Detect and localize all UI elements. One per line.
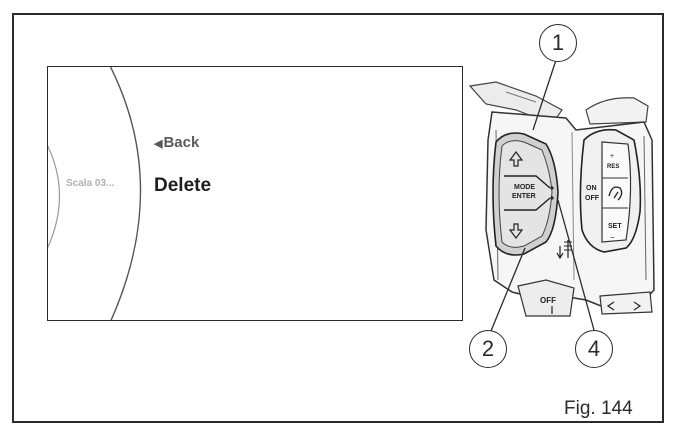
kill-switch[interactable] <box>517 279 575 317</box>
menu-item-delete[interactable]: Delete <box>154 175 212 196</box>
dashboard-display: Scala 03... ◀Back Delete <box>47 66 463 321</box>
callout-4: 4 <box>575 330 613 368</box>
cruise-control-icon <box>608 186 623 201</box>
callout-1: 1 <box>539 24 577 62</box>
minus-symbol: − <box>610 233 615 242</box>
off-label: OFF <box>585 195 600 202</box>
back-label: Back <box>163 134 200 151</box>
turn-signal-switch[interactable] <box>599 291 653 315</box>
menu-arc-decoration <box>48 67 142 320</box>
menu-item-previous: Scala 03... <box>66 178 115 189</box>
menu-item-back[interactable]: ◀Back <box>154 134 199 151</box>
handlebar-switch-unit: MODE ENTER ON OFF RES SET + − OFF <box>468 81 655 317</box>
figure-label: Fig. 144 <box>564 398 633 419</box>
enter-label: ENTER <box>512 193 536 200</box>
back-arrow-icon: ◀ <box>154 138 163 150</box>
switch-off-label: OFF <box>540 296 556 305</box>
on-label: ON <box>586 185 597 192</box>
set-label: SET <box>608 223 622 230</box>
mode-label: MODE <box>514 184 535 191</box>
callout-2: 2 <box>469 330 507 368</box>
mode-enter-button-pad[interactable] <box>492 132 559 256</box>
down-arrow-icon[interactable] <box>508 223 524 239</box>
res-label: RES <box>607 164 619 170</box>
plus-symbol: + <box>610 153 614 160</box>
up-arrow-icon[interactable] <box>508 151 524 167</box>
